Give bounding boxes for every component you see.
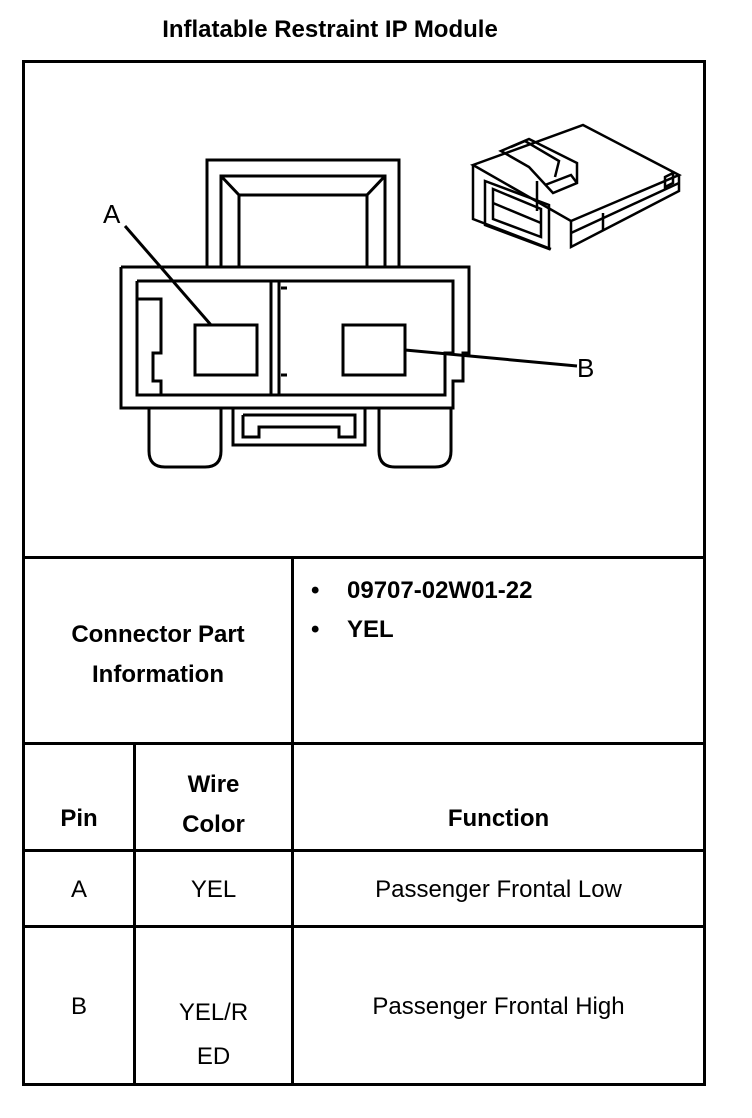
divider	[133, 742, 136, 1086]
divider	[25, 925, 703, 928]
header-function: Function	[447, 805, 550, 832]
connector-part-number: 09707-02W01-22	[347, 577, 533, 604]
connector-info-list: • 09707-02W01-22 • YEL	[311, 577, 532, 655]
page-title: Inflatable Restraint IP Module	[162, 16, 498, 43]
pin-b-label: B	[577, 353, 594, 383]
header-wire-color-line2: Color	[182, 811, 245, 838]
divider	[291, 556, 294, 1086]
connector-info-label-line1: Connector Part	[71, 621, 245, 648]
header-pin: Pin	[60, 805, 98, 832]
list-item: • YEL	[311, 616, 532, 655]
divider	[25, 742, 703, 745]
row-a-wire-color: YEL	[190, 876, 237, 903]
bullet-icon: •	[311, 616, 320, 643]
connector-3d-icon	[470, 123, 682, 251]
connector-color: YEL	[347, 616, 394, 643]
row-b-function: Passenger Frontal High	[372, 993, 625, 1020]
row-a-function: Passenger Frontal Low	[375, 876, 622, 903]
list-item: • 09707-02W01-22	[311, 577, 532, 616]
row-a-pin: A	[70, 876, 87, 903]
connector-sheet: A B Connector Part Information	[22, 60, 706, 1086]
row-b-wire-color: YEL/R ED	[136, 991, 291, 1079]
header-wire-color-line1: Wire	[187, 771, 240, 798]
connector-diagram: A B	[103, 123, 682, 469]
connector-info-label-line2: Information	[92, 661, 224, 688]
row-b-wire-color-line2: ED	[196, 1043, 231, 1070]
header-wire-color: Wire Color	[136, 765, 291, 845]
divider	[25, 849, 703, 852]
connector-info-label: Connector Part Information	[25, 615, 291, 695]
pin-a-label: A	[103, 199, 121, 229]
bullet-icon: •	[311, 577, 320, 604]
connector-face-icon	[119, 158, 578, 469]
row-b-pin: B	[70, 993, 87, 1020]
divider	[25, 556, 703, 559]
row-b-wire-color-line1: YEL/R	[178, 999, 249, 1026]
